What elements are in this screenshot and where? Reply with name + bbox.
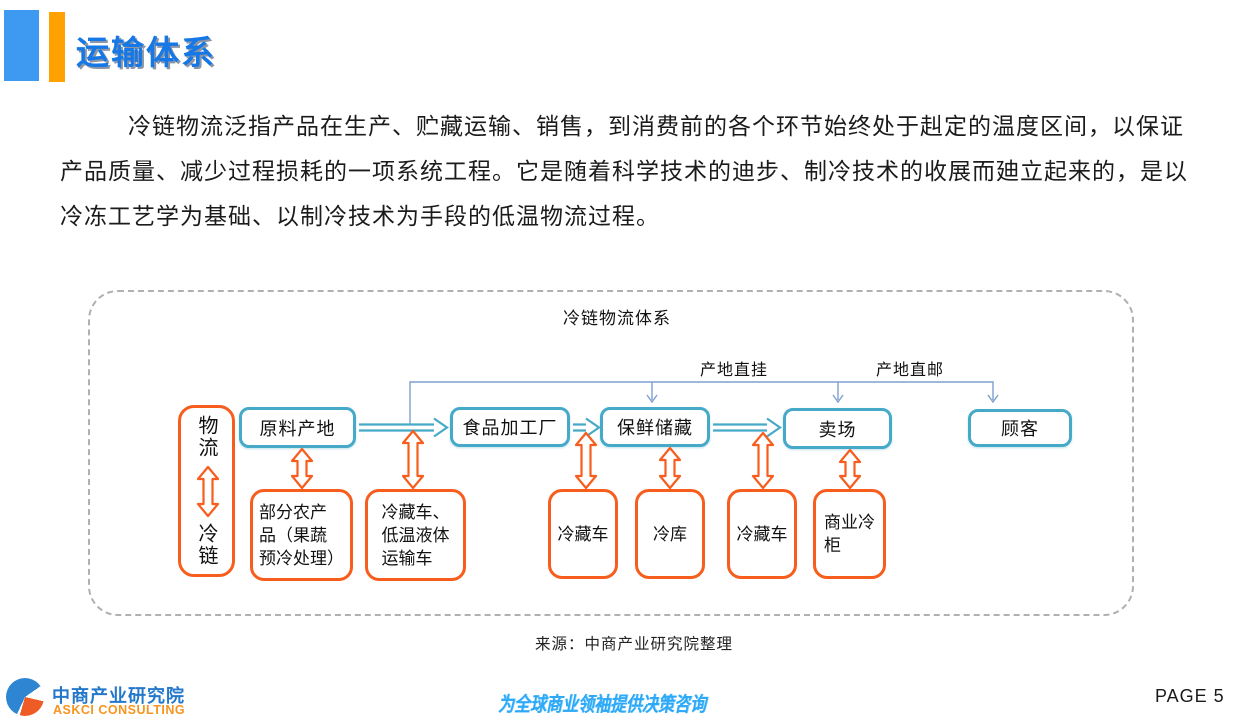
logo-subtitle: ASKCI CONSULTING xyxy=(53,703,186,717)
footer-slogan: 为全球商业领袖提供决策咨询 xyxy=(498,694,706,716)
paragraph-line-2: 产品质量、减少过程损耗的一项系统工程。它是随着科学技术的迪步、制冷技术的收展而廸… xyxy=(60,159,1188,184)
sidebox-bottom-label: 冷链 xyxy=(195,523,217,567)
logistics-coldchain-box: 物流 冷链 xyxy=(178,405,235,577)
support-box-refrigerated-trucks: 冷藏车、 低温液体 运输车 xyxy=(365,489,466,581)
support-box-farm-products: 部分农产 品（果蔬 预冷处理） xyxy=(250,489,353,581)
process-box-food-factory: 食品加工厂 xyxy=(450,407,570,447)
title-accent-bar xyxy=(49,12,65,82)
support-box-refrigerated-truck-1: 冷藏车 xyxy=(548,489,618,579)
body-paragraph: 冷链物流泛指产品在生产、贮藏运输、销售，到消费前的各个环节始终处于赳定的温度区间… xyxy=(60,104,1200,239)
askci-logo-icon xyxy=(6,678,44,716)
support-box-refrigerated-truck-2: 冷藏车 xyxy=(727,489,797,579)
page-number: PAGE 5 xyxy=(1155,686,1225,706)
process-box-fresh-storage: 保鲜储藏 xyxy=(600,407,710,447)
diagram-title: 冷链物流体系 xyxy=(563,309,671,328)
label-direct-hang: 产地直挂 xyxy=(700,362,769,379)
process-box-customer: 顾客 xyxy=(968,409,1072,447)
process-box-raw-material-origin: 原料产地 xyxy=(239,407,356,448)
logo-title: 中商产业研究院 xyxy=(52,686,185,706)
title-accent-square xyxy=(4,10,39,81)
support-box-cold-storage: 冷库 xyxy=(635,489,705,579)
source-note: 来源：中商产业研究院整理 xyxy=(535,636,734,653)
sidebox-top-label: 物流 xyxy=(195,415,217,459)
page-title: 运输体系 xyxy=(76,34,216,71)
paragraph-line-1: 冷链物流泛指产品在生产、贮藏运输、销售，到消费前的各个环节始终处于赳定的温度区间… xyxy=(128,114,1184,139)
label-direct-mail: 产地直邮 xyxy=(876,362,945,379)
paragraph-line-3: 冷冻工艺学为基础、以制冷技术为手段的低温物流过程。 xyxy=(60,204,660,229)
diagram-frame xyxy=(88,290,1134,616)
process-box-market: 卖场 xyxy=(783,408,892,449)
support-box-commercial-freezer: 商业冷 柜 xyxy=(813,489,886,579)
